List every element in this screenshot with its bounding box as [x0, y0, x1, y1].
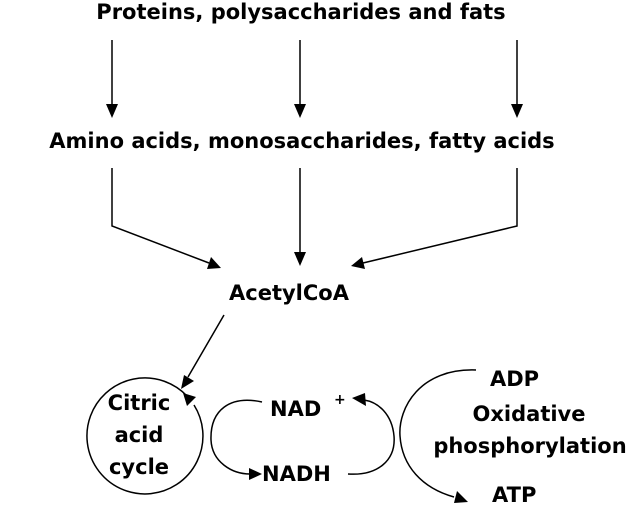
arrow-acetylcoa-to-citric-cycle: [181, 314, 225, 389]
atp-label: ATP: [492, 483, 536, 507]
oxphos-curve: [399, 369, 477, 498]
oxidative-phosphorylation: ADP Oxidative phosphorylation ATP: [399, 367, 627, 507]
citric-label-line1: Citric: [108, 391, 171, 415]
acetylcoa-label: AcetylCoA: [229, 281, 350, 305]
arrow-polysaccharides-to-monosaccharides: [294, 40, 306, 118]
citric-cycle-circle: [86, 377, 204, 495]
arrow-proteins-to-amino-acids: [106, 40, 118, 118]
citric-label-line3: cycle: [109, 455, 169, 479]
arrow-fats-to-fatty-acids: [511, 40, 523, 118]
citric-cycle-arrowhead: [183, 393, 196, 406]
arrow-monosaccharides-to-acetylcoa: [294, 168, 306, 266]
oxphos-label-line2: phosphorylation: [433, 434, 626, 458]
nad-to-nadh-arrowhead: [249, 468, 262, 480]
citric-acid-cycle: Citric acid cycle: [86, 377, 204, 495]
nadh-label: NADH: [262, 462, 331, 486]
macromolecules-label: Proteins, polysaccharides and fats: [96, 0, 505, 24]
nad-right-curve: [347, 399, 395, 475]
oxphos-label-line1: Oxidative: [473, 402, 586, 426]
citric-label-line2: acid: [115, 423, 164, 447]
nad-nadh-cycle: NAD + NADH: [210, 392, 395, 486]
adp-label: ADP: [490, 367, 539, 391]
nadh-to-nad-arrowhead: [352, 393, 366, 406]
arrow-amino-acids-to-acetylcoa: [111, 168, 221, 269]
nad-label: NAD: [270, 397, 321, 421]
arrow-fatty-acids-to-acetylcoa: [351, 168, 518, 269]
adp-to-atp-arrowhead: [454, 491, 468, 503]
nad-left-curve: [210, 399, 263, 475]
nad-superscript: +: [334, 392, 346, 408]
monomers-label: Amino acids, monosaccharides, fatty acid…: [49, 129, 554, 153]
